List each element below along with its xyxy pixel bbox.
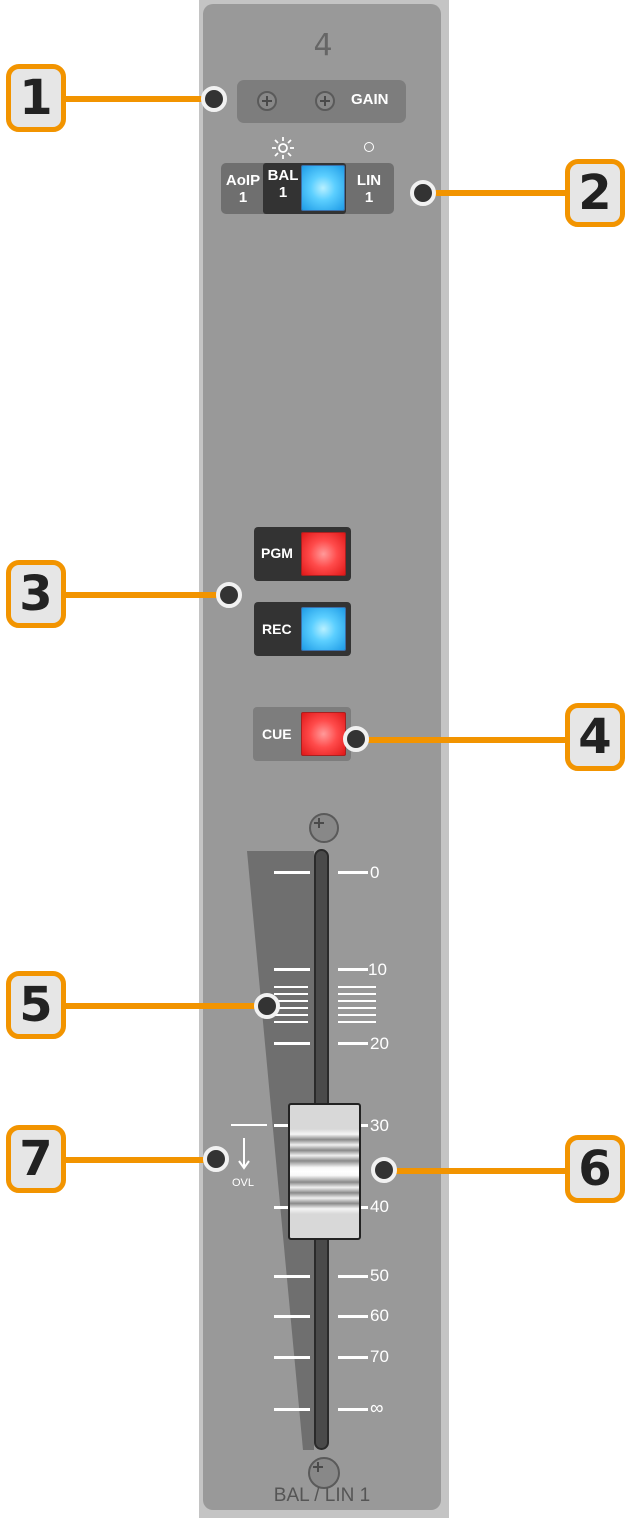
callout-badge-1: 1	[6, 64, 66, 132]
scale-fine-tick	[274, 1021, 308, 1023]
scale-label-70: 70	[370, 1347, 389, 1366]
scale-label-0: 0	[370, 863, 380, 882]
fader-knob[interactable]	[288, 1103, 361, 1240]
scale-tick	[338, 1275, 368, 1278]
sun-icon	[272, 137, 294, 159]
gain-label: GAIN	[351, 91, 389, 108]
callout-leader-1	[64, 96, 214, 102]
scale-tick	[274, 1275, 310, 1278]
scale-tick	[274, 968, 310, 971]
scale-fine-tick	[338, 1021, 376, 1023]
scale-label-20: 20	[370, 1034, 389, 1053]
source-select-button[interactable]	[301, 165, 345, 211]
callout-dot-2	[410, 180, 436, 206]
scale-label-50: 50	[370, 1266, 389, 1285]
scale-label-40: 40	[370, 1197, 389, 1216]
callout-leader-4	[355, 737, 567, 743]
fader-bottom-screw-icon	[308, 1457, 340, 1489]
down-arrow-icon	[238, 1138, 250, 1170]
scale-tick	[274, 1356, 310, 1359]
scale-tick	[338, 871, 368, 874]
scale-tick	[274, 1315, 310, 1318]
scale-fine-tick	[338, 1007, 376, 1009]
scale-fine-tick	[338, 993, 376, 995]
ovl-line	[231, 1124, 267, 1126]
callout-leader-3	[64, 592, 230, 598]
callout-badge-6: 6	[565, 1135, 625, 1203]
scale-fine-tick	[274, 1000, 308, 1002]
rec-button[interactable]	[301, 607, 346, 651]
pgm-button[interactable]	[301, 532, 346, 576]
scale-fine-tick	[274, 993, 308, 995]
fader-top-screw-icon	[309, 813, 339, 843]
scale-fine-tick	[338, 986, 376, 988]
callout-leader-2	[424, 190, 572, 196]
scale-fine-tick	[274, 1007, 308, 1009]
scale-label-30: 30	[370, 1116, 389, 1135]
channel-source-label: BAL / LIN 1	[273, 1485, 371, 1506]
pgm-label: PGM	[261, 545, 293, 561]
scale-tick	[338, 968, 368, 971]
ring-icon	[364, 142, 374, 152]
callout-dot-4	[343, 726, 369, 752]
scale-fine-tick	[338, 1014, 376, 1016]
trim-screw-icon[interactable]	[257, 91, 277, 111]
scale-tick	[274, 871, 310, 874]
callout-dot-7	[203, 1146, 229, 1172]
callout-badge-3: 3	[6, 560, 66, 628]
cue-label: CUE	[262, 726, 292, 742]
scale-fine-tick	[274, 1014, 308, 1016]
callout-badge-4: 4	[565, 703, 625, 771]
scale-label-10: 10	[368, 960, 387, 979]
callout-leader-7	[64, 1157, 218, 1163]
rec-label: REC	[262, 621, 292, 637]
ovl-label: OVL	[232, 1177, 255, 1189]
scale-tick	[338, 1042, 368, 1045]
scale-fine-tick	[274, 986, 308, 988]
trim-screw-icon[interactable]	[315, 91, 335, 111]
callout-dot-3	[216, 582, 242, 608]
callout-leader-6	[384, 1168, 568, 1174]
callout-badge-2: 2	[565, 159, 625, 227]
scale-label-infinity: ∞	[370, 1398, 384, 1419]
callout-badge-5: 5	[6, 971, 66, 1039]
scale-tick	[338, 1315, 368, 1318]
scale-tick	[274, 1042, 310, 1045]
scale-fine-tick	[338, 1000, 376, 1002]
callout-dot-6	[371, 1157, 397, 1183]
scale-tick	[338, 1356, 368, 1359]
callout-dot-1	[201, 86, 227, 112]
cue-button[interactable]	[301, 712, 346, 756]
callout-badge-7: 7	[6, 1125, 66, 1193]
callout-dot-5	[254, 993, 280, 1019]
scale-tick	[274, 1408, 310, 1411]
scale-tick	[338, 1408, 368, 1411]
scale-label-60: 60	[370, 1306, 389, 1325]
channel-number: 4	[313, 28, 333, 63]
callout-leader-5	[64, 1003, 268, 1009]
